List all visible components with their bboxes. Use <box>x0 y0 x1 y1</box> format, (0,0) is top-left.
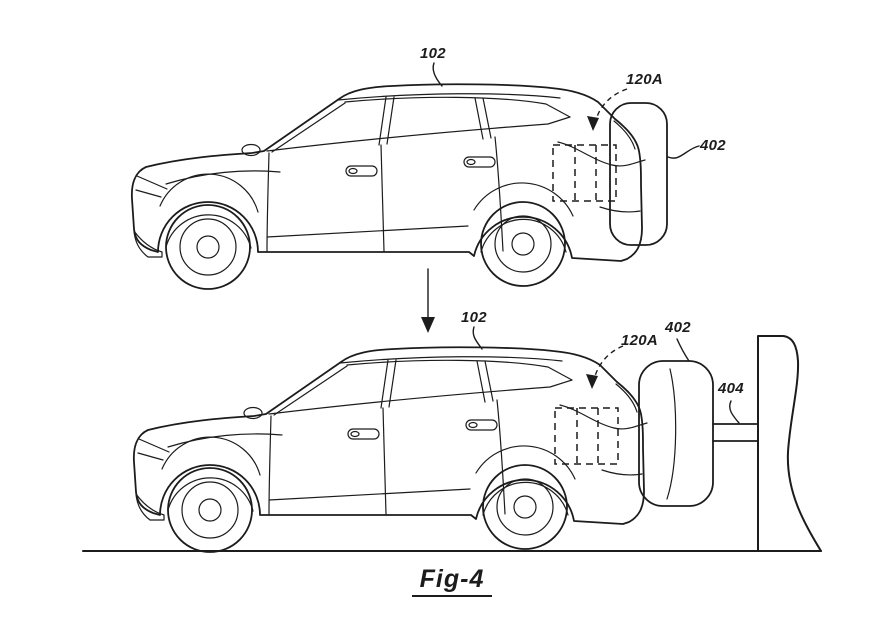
label-top-module: 120A <box>626 71 664 88</box>
leader-120A-top <box>587 88 628 131</box>
label-bottom-module: 120A <box>621 332 659 349</box>
label-top-vehicle: 102 <box>420 45 446 62</box>
top-vehicle-drawing <box>130 83 646 290</box>
label-bottom-airbag: 402 <box>665 319 691 336</box>
leader-402-top <box>667 145 700 159</box>
leader-402-bottom <box>676 338 690 362</box>
top-airbag-bladder <box>609 102 668 246</box>
leader-102-bottom <box>472 326 483 350</box>
bottom-vehicle-drawing <box>132 346 648 553</box>
transition-arrow <box>421 268 435 333</box>
figure-caption: Fig-4 <box>412 565 492 597</box>
bottom-airbag-bladder <box>638 360 714 507</box>
barrier-wall <box>757 335 822 552</box>
label-bottom-vehicle: 102 <box>461 309 487 326</box>
leader-102-top <box>432 62 443 87</box>
push-rod <box>712 423 759 442</box>
label-top-airbag: 402 <box>700 137 726 154</box>
leader-120A-bottom <box>586 345 624 389</box>
leader-404 <box>729 400 740 424</box>
label-rod: 404 <box>718 380 744 397</box>
